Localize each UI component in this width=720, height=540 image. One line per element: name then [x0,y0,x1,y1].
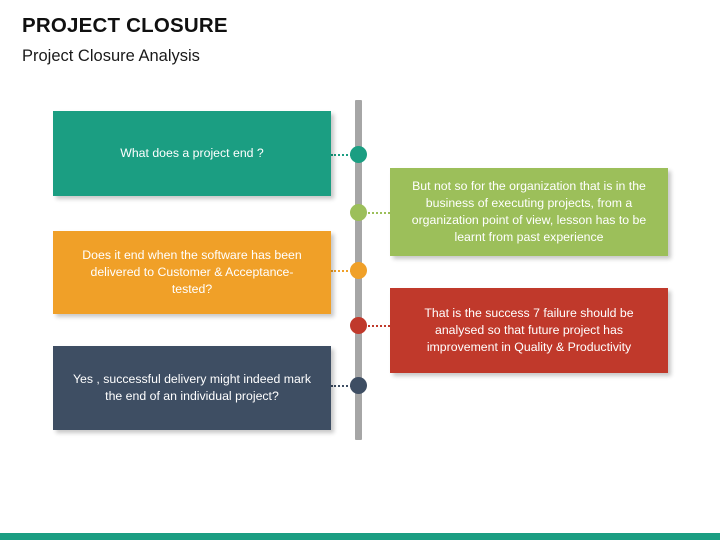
timeline-dot-3[interactable] [350,262,367,279]
page-subtitle: Project Closure Analysis [22,47,200,66]
timeline-box-1[interactable]: What does a project end ? [53,111,331,196]
connector-line-3 [331,270,356,272]
timeline-dot-5[interactable] [350,377,367,394]
footer-accent-bar [0,533,720,540]
connector-line-4 [364,325,390,327]
timeline-box-5[interactable]: Yes , successful delivery might indeed m… [53,346,331,430]
connector-line-2 [364,212,390,214]
timeline-box-1-text: What does a project end ? [120,146,264,161]
timeline-box-3[interactable]: Does it end when the software has been d… [53,231,331,314]
timeline-box-4[interactable]: That is the success 7 failure should be … [390,288,668,373]
timeline-box-2[interactable]: But not so for the organization that is … [390,168,668,256]
connector-line-5 [331,385,356,387]
timeline-box-5-text: Yes , successful delivery might indeed m… [72,372,312,403]
timeline-box-4-text: That is the success 7 failure should be … [424,306,634,354]
timeline-dot-2[interactable] [350,204,367,221]
timeline-dot-4[interactable] [350,317,367,334]
timeline-box-3-text: Does it end when the software has been d… [82,248,302,296]
slide-header: PROJECT CLOSURE Project Closure Analysis [22,14,662,67]
timeline-dot-1[interactable] [350,146,367,163]
page-title: PROJECT CLOSURE [22,14,228,37]
timeline-box-2-text: But not so for the organization that is … [411,179,647,244]
connector-line-1 [331,154,356,156]
